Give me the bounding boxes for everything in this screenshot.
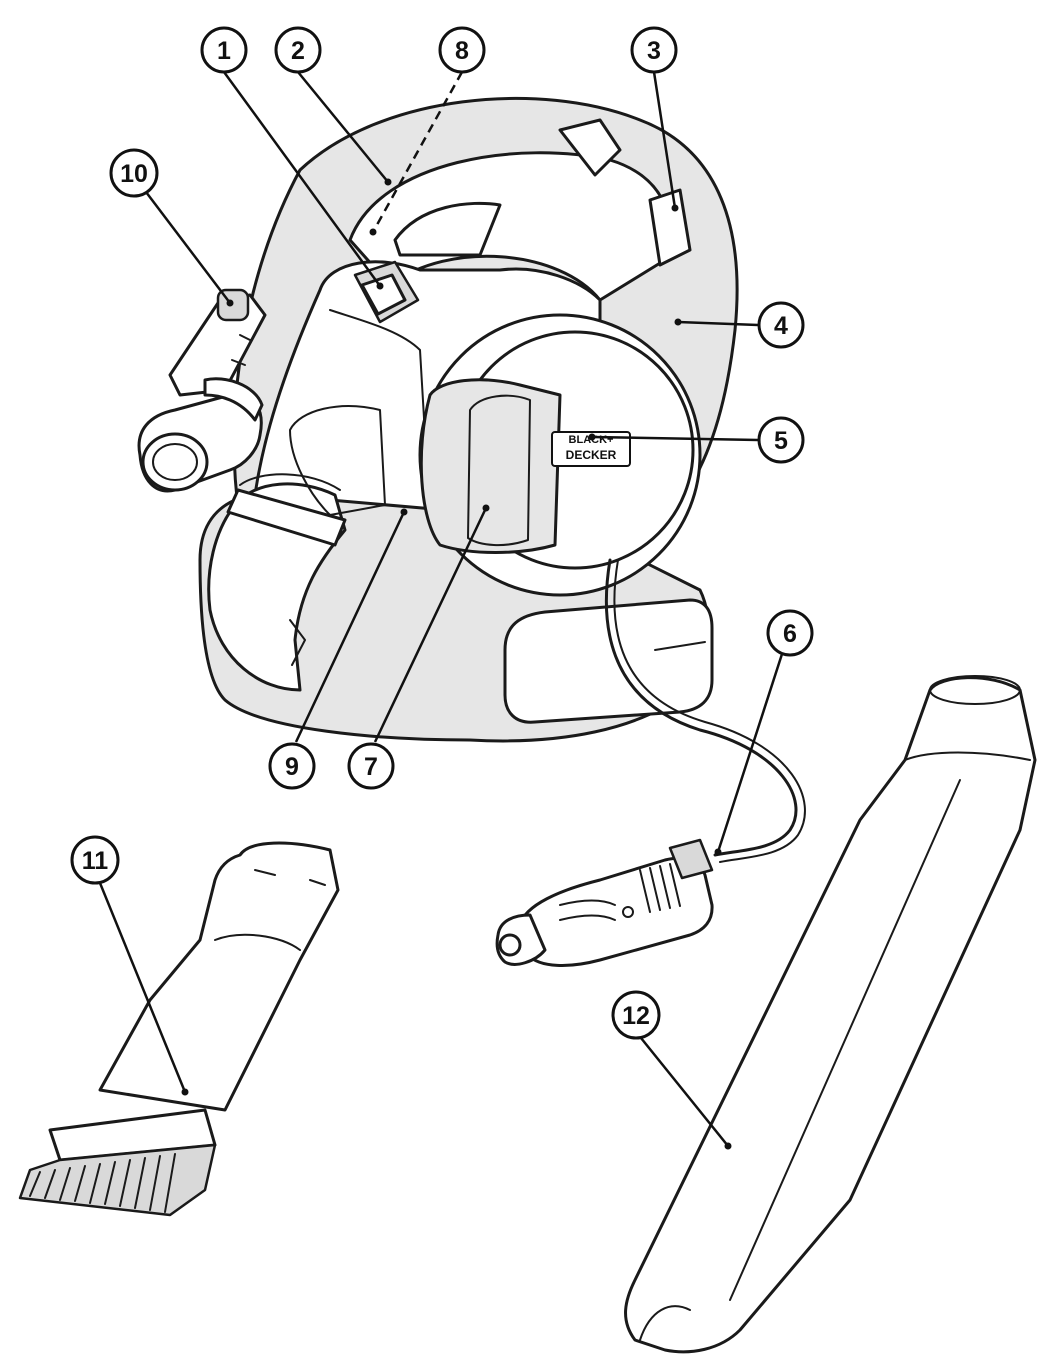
crevice-tool bbox=[624, 675, 1037, 1354]
callout-10-label: 10 bbox=[120, 160, 148, 188]
callout-2-label: 2 bbox=[291, 37, 305, 65]
callout-7-label: 7 bbox=[364, 753, 378, 781]
callout-4-label: 4 bbox=[774, 312, 788, 340]
callout-9: 9 bbox=[268, 742, 316, 790]
callout-3-label: 3 bbox=[647, 37, 661, 65]
callout-4: 4 bbox=[757, 301, 805, 349]
callout-5: 5 bbox=[757, 416, 805, 464]
callout-7: 7 bbox=[347, 742, 395, 790]
logo-line-2: DECKER bbox=[566, 448, 617, 462]
callout-10: 10 bbox=[109, 148, 159, 198]
crevice-light-nozzle bbox=[137, 288, 267, 493]
callout-12: 12 bbox=[611, 990, 661, 1040]
callout-3: 3 bbox=[630, 26, 678, 74]
callout-8: 8 bbox=[438, 26, 486, 74]
callout-1-label: 1 bbox=[217, 37, 231, 65]
callout-2: 2 bbox=[274, 26, 322, 74]
brush-tool bbox=[18, 841, 340, 1217]
callout-9-label: 9 bbox=[285, 753, 299, 781]
callout-8-label: 8 bbox=[455, 37, 469, 65]
callout-11-label: 11 bbox=[82, 847, 109, 875]
leader-endpoints bbox=[181, 178, 732, 1150]
callout-12-label: 12 bbox=[622, 1002, 650, 1030]
callout-6-label: 6 bbox=[783, 620, 797, 648]
power-cord bbox=[604, 558, 806, 863]
leader-lines bbox=[98, 71, 784, 1147]
callout-1: 1 bbox=[200, 26, 248, 74]
vacuum-body: BLACK+ DECKER bbox=[198, 96, 739, 743]
callout-6: 6 bbox=[766, 609, 814, 657]
callout-5-label: 5 bbox=[774, 427, 788, 455]
car-plug bbox=[495, 838, 714, 967]
callout-11: 11 bbox=[70, 835, 120, 885]
